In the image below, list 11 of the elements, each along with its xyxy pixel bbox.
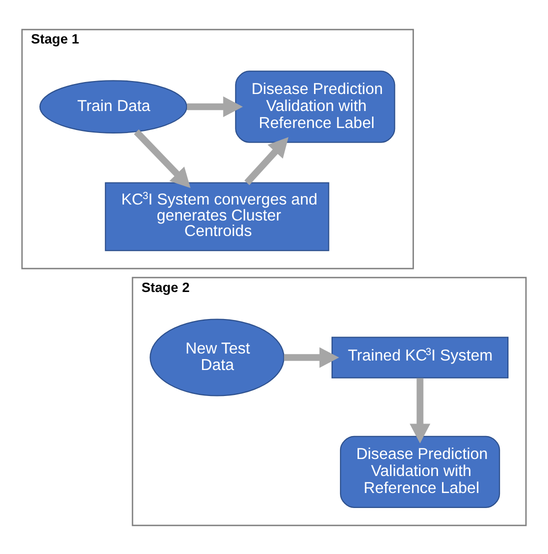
arrow bbox=[187, 96, 243, 117]
arrow bbox=[134, 128, 190, 188]
node-ellipse: Train Data bbox=[39, 80, 188, 133]
node-box: KC$^{3}$I System converges and generates Cluster Centroids bbox=[104, 182, 330, 251]
node-box: Disease Prediction Validation with Reference Label bbox=[340, 435, 500, 508]
arrow bbox=[244, 136, 288, 185]
arrow bbox=[284, 346, 340, 368]
node-box: Trained KC$^{3}$I System bbox=[332, 336, 508, 378]
node-ellipse: New Test Data bbox=[150, 318, 284, 396]
node-box: Disease Prediction Validation with Reference Label bbox=[235, 70, 396, 142]
arrow bbox=[410, 378, 430, 443]
